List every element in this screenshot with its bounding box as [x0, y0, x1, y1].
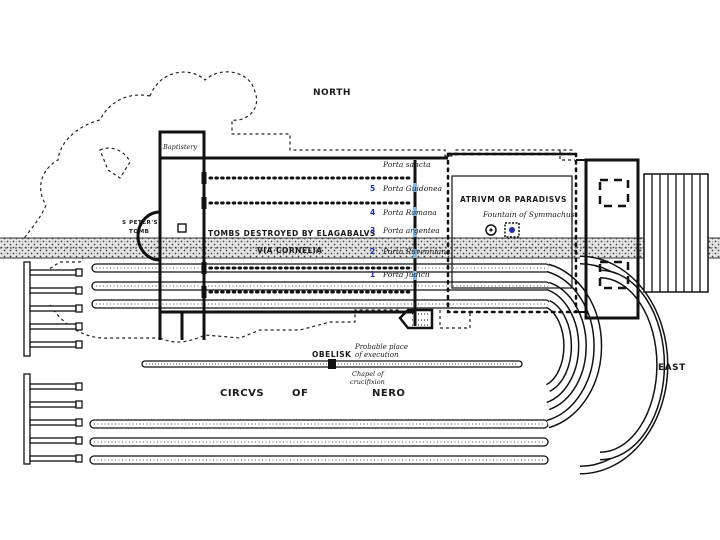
circus-label-1: CIRCVS — [220, 388, 264, 399]
execution-label-2: of execution — [355, 351, 399, 359]
door-number-2: 4 — [370, 208, 375, 217]
atrium-label: ATRIVM OR PARADISVS — [460, 195, 567, 204]
nave-colonnades — [201, 172, 412, 298]
via-cornelia-road — [0, 237, 720, 259]
circus-carceres-upper — [23, 261, 83, 357]
baptistery-label: Baptistery — [162, 143, 197, 151]
text-labels: NORTH EAST Baptistery S PETER'S TOMB TOM… — [122, 88, 686, 399]
door-labels: Porta sancta 5 Porta Guidonea 4 Porta Ro… — [370, 160, 451, 279]
tombs-label: TOMBS DESTROYED BY ELAGABALVS — [208, 229, 376, 238]
fountain-label: Fountain of Symmachus — [482, 210, 575, 219]
st-peters-tomb-marker — [177, 223, 187, 233]
circus-rows-lower — [89, 419, 549, 465]
st-peters-tomb-label-2: TOMB — [129, 229, 149, 235]
obelisk-label: OBELISK — [312, 350, 352, 359]
atrium — [446, 152, 578, 314]
door-name-4: Porta Ravenniana — [382, 247, 451, 256]
east-label: EAST — [658, 363, 686, 373]
entrance-gatehouse — [576, 158, 709, 320]
st-peters-tomb-label-1: S PETER'S — [122, 220, 158, 226]
door-name-0: Porta sancta — [382, 160, 431, 169]
door-name-1: Porta Guidonea — [382, 184, 442, 193]
basilica-walls — [136, 130, 448, 340]
north-label: NORTH — [313, 88, 351, 98]
obelisk-marker — [328, 359, 336, 369]
door-name-5: Porta Judicii — [382, 270, 430, 279]
door-markers — [413, 183, 417, 280]
door-number-4: 2 — [370, 247, 375, 256]
circus-label-3: NERO — [372, 388, 405, 399]
execution-label-1: Probable place — [354, 343, 408, 351]
circus-spina — [141, 359, 523, 369]
door-number-3: 3 — [370, 226, 375, 235]
chapel-label-1: Chapel of — [352, 370, 385, 378]
door-name-3: Porta argentea — [382, 226, 440, 235]
circus-carceres-lower — [23, 373, 83, 465]
door-name-2: Porta Romana — [382, 208, 437, 217]
chapel-label-2: crucifixion — [350, 378, 385, 386]
via-cornelia-label: VIA CORNELIA — [257, 246, 322, 255]
door-number-5: 1 — [370, 270, 375, 279]
circus-label-2: OF — [292, 388, 308, 399]
door-number-1: 5 — [370, 184, 375, 193]
